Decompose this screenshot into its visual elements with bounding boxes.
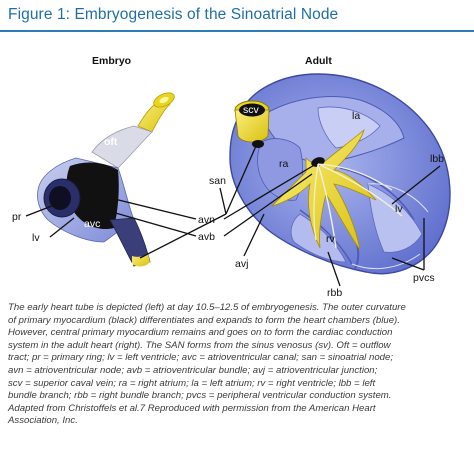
leader-san-sv	[139, 213, 227, 259]
caption-line: Adapted from Christoffels et al.7 Reprod…	[8, 402, 376, 414]
embryo-heart-tube	[37, 92, 175, 267]
leader-san-adult	[225, 145, 257, 215]
label-pvcs: pvcs	[413, 272, 435, 284]
leader-avn-embryo	[93, 193, 197, 220]
adult-heart	[229, 73, 451, 275]
caption-line: scv = superior caval vein; ra = right at…	[8, 377, 376, 389]
leader-rbb	[327, 251, 341, 287]
label-rbb: rbb	[327, 287, 342, 299]
caption-line: However, central primary myocardium rema…	[8, 327, 393, 339]
label-lbb: lbb	[430, 153, 444, 165]
label-avj: avj	[235, 258, 248, 270]
leader-avb-embryo	[97, 207, 197, 237]
figure-title: Figure 1: Embryogenesis of the Sinoatria…	[8, 6, 339, 23]
leader-lbb	[391, 165, 441, 205]
label-san: san	[209, 175, 226, 187]
label-pr: pr	[12, 211, 22, 223]
label-avb: avb	[198, 231, 215, 243]
leader-lv-embryo	[49, 217, 75, 238]
caption-line: system in the adult heart (right). The S…	[8, 339, 391, 351]
leader-lines	[25, 145, 441, 287]
leader-avb-adult	[223, 173, 313, 237]
figure-caption: The early heart tube is depicted (left) …	[8, 302, 468, 428]
caption-line: The early heart tube is depicted (left) …	[8, 302, 406, 313]
caption-line: bundle branch; rbb = right bundle branch…	[8, 390, 392, 402]
caption-line: of primary myocardium (black) differenti…	[8, 314, 400, 326]
diagram-figure: Embryo Adult oft pr lv avc sv	[0, 34, 474, 300]
caption-line: avn = atrioventricular node; avb = atrio…	[8, 364, 378, 376]
caption-line: Association, Inc.	[8, 415, 78, 427]
label-ra: ra	[279, 158, 288, 170]
caption-line: tract; pr = primary ring; lv = left vent…	[8, 352, 393, 364]
label-lv-embryo: lv	[32, 232, 40, 244]
leader-avj	[243, 213, 265, 257]
label-oft: oft	[104, 136, 118, 148]
leader-san-down	[219, 187, 227, 215]
label-lv-adult: lv	[395, 203, 403, 215]
label-rv: rv	[326, 233, 335, 245]
title-divider	[0, 30, 474, 32]
leader-pr	[25, 201, 63, 217]
adult-heading: Adult	[305, 55, 332, 67]
embryogenesis-diagram: Embryo Adult oft pr lv avc sv	[12, 55, 451, 299]
leader-pvcs-1	[391, 257, 425, 271]
label-la: la	[352, 110, 360, 122]
label-sv: sv	[123, 260, 134, 272]
label-avc: avc	[84, 218, 100, 230]
label-scv: scv	[243, 104, 260, 116]
embryo-heading: Embryo	[92, 55, 131, 67]
label-avn: avn	[198, 214, 215, 226]
leader-avn-adult	[223, 163, 317, 220]
